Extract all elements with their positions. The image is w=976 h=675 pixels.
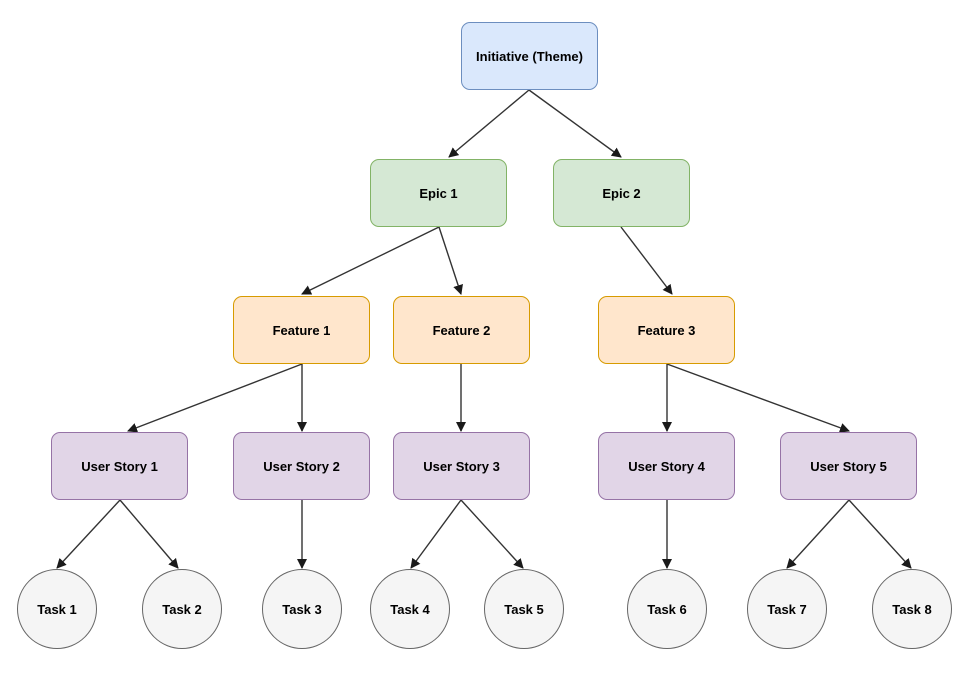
epic-1-node: Epic 1 [370, 159, 507, 227]
user-story-5-node: User Story 5 [780, 432, 917, 500]
initiative-node: Initiative (Theme) [461, 22, 598, 90]
task-6-label: Task 6 [647, 601, 687, 617]
user-story-1-label: User Story 1 [81, 458, 158, 474]
edge-epic-1-feature-2 [438, 226, 463, 295]
feature-1-node: Feature 1 [233, 296, 370, 364]
edge-story-1-task-2 [119, 499, 179, 569]
user-story-1-node: User Story 1 [51, 432, 188, 500]
edge-epic-2-feature-3 [620, 226, 673, 295]
task-6-node: Task 6 [627, 569, 707, 649]
task-8-label: Task 8 [892, 601, 932, 617]
task-3-node: Task 3 [262, 569, 342, 649]
edge-initiative-epic-1 [448, 89, 530, 158]
feature-3-label: Feature 3 [637, 322, 696, 338]
edge-epic-1-feature-1 [301, 226, 440, 295]
epic-2-label: Epic 2 [602, 185, 641, 201]
edge-story-3-task-4 [410, 499, 462, 569]
feature-3-node: Feature 3 [598, 296, 735, 364]
task-2-label: Task 2 [162, 601, 202, 617]
user-story-4-label: User Story 4 [628, 458, 705, 474]
task-2-node: Task 2 [142, 569, 222, 649]
task-3-label: Task 3 [282, 601, 322, 617]
feature-1-label: Feature 1 [272, 322, 331, 338]
user-story-4-node: User Story 4 [598, 432, 735, 500]
task-1-node: Task 1 [17, 569, 97, 649]
task-4-node: Task 4 [370, 569, 450, 649]
user-story-3-label: User Story 3 [423, 458, 500, 474]
epic-1-label: Epic 1 [419, 185, 458, 201]
task-1-label: Task 1 [37, 601, 77, 617]
epic-2-node: Epic 2 [553, 159, 690, 227]
user-story-5-label: User Story 5 [810, 458, 887, 474]
feature-2-node: Feature 2 [393, 296, 530, 364]
task-7-node: Task 7 [747, 569, 827, 649]
edge-feature-3-story-5 [666, 363, 850, 433]
task-8-node: Task 8 [872, 569, 952, 649]
edge-story-3-task-5 [460, 499, 524, 569]
edge-story-1-task-1 [56, 499, 121, 569]
edge-story-5-task-7 [786, 499, 850, 569]
task-5-label: Task 5 [504, 601, 544, 617]
edge-initiative-epic-2 [528, 89, 622, 158]
task-7-label: Task 7 [767, 601, 807, 617]
user-story-3-node: User Story 3 [393, 432, 530, 500]
feature-2-label: Feature 2 [432, 322, 491, 338]
user-story-2-label: User Story 2 [263, 458, 340, 474]
user-story-2-node: User Story 2 [233, 432, 370, 500]
edge-story-5-task-8 [848, 499, 912, 569]
edge-feature-1-story-1 [127, 363, 303, 433]
initiative-label: Initiative (Theme) [476, 48, 583, 64]
task-5-node: Task 5 [484, 569, 564, 649]
task-4-label: Task 4 [390, 601, 430, 617]
